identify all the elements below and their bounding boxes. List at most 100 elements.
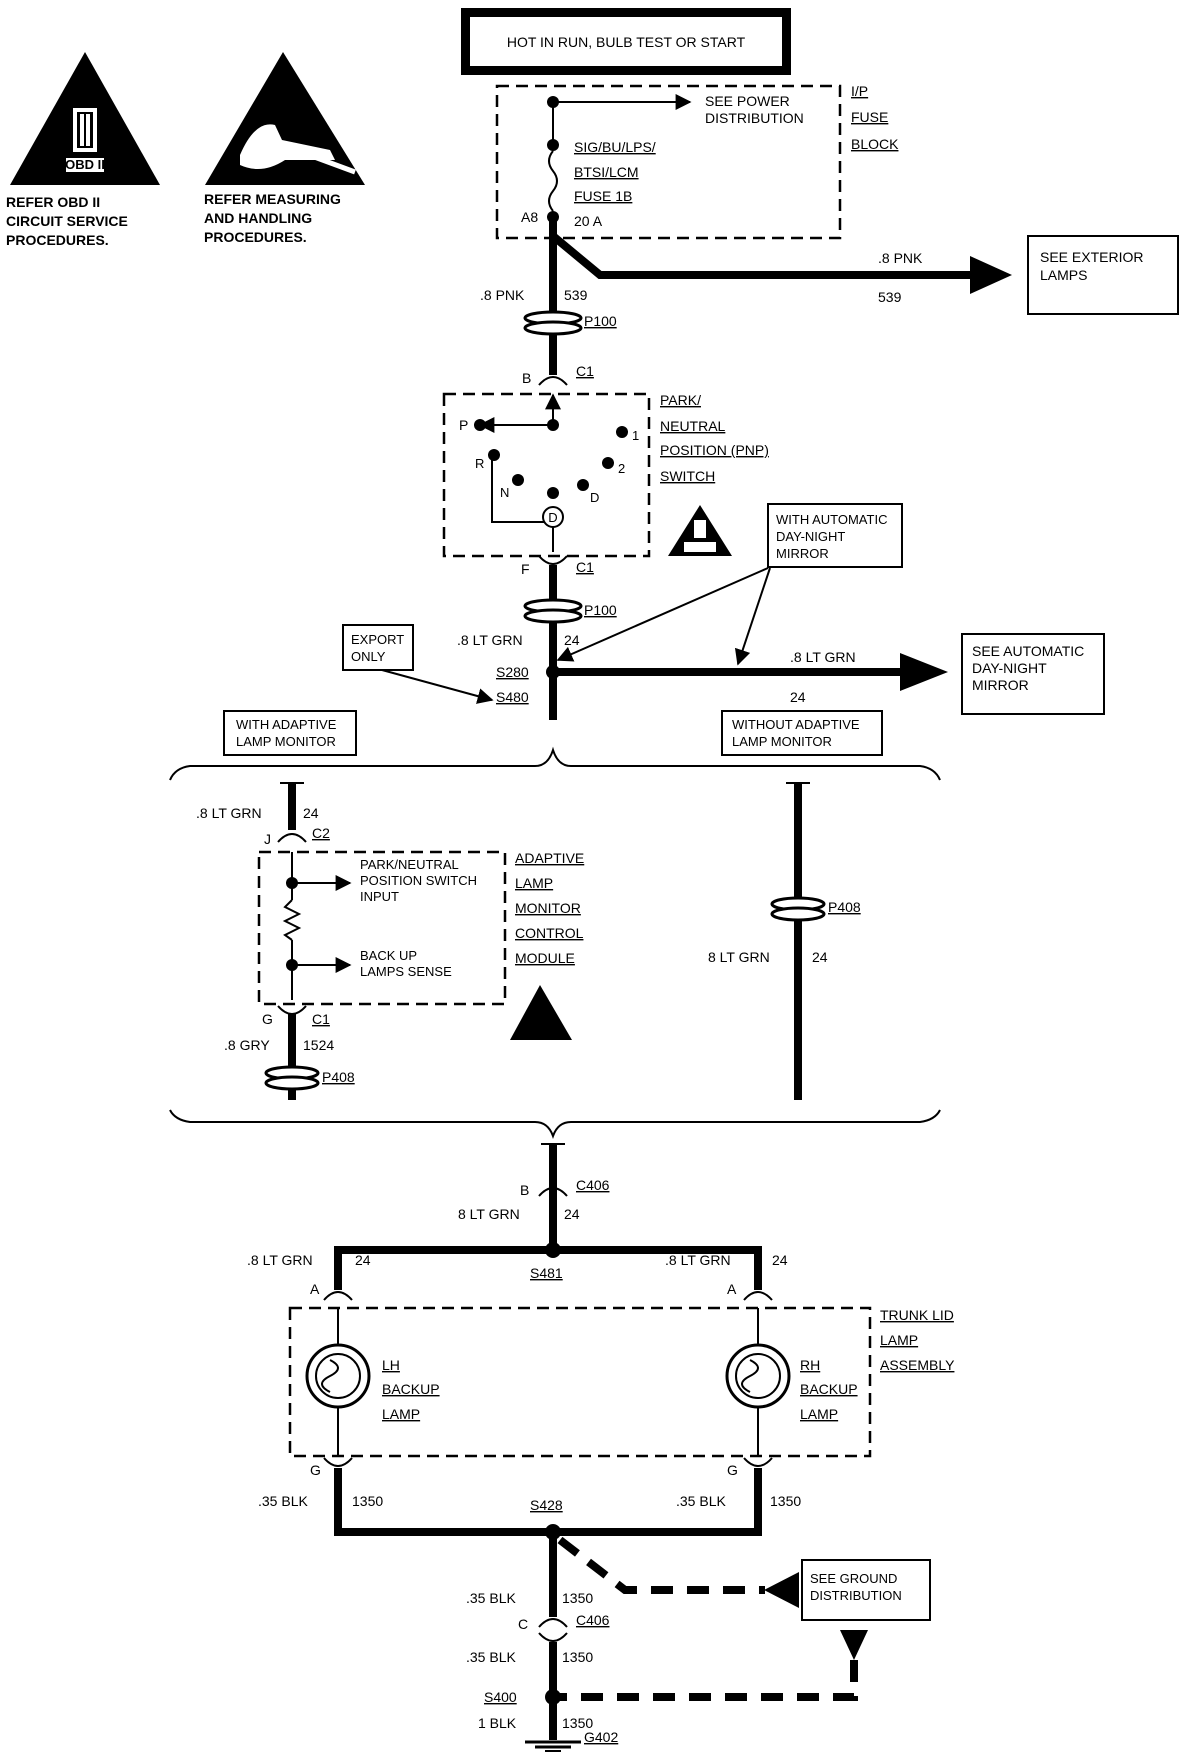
c1-label-top: C1 [576, 363, 594, 379]
pin-b-c406: B [520, 1182, 529, 1198]
pnp-pos-p: P [459, 417, 468, 433]
mirror-note-2: DAY-NIGHT [776, 529, 845, 544]
pin-a-rh: A [727, 1281, 737, 1297]
c406-label-bottom: C406 [576, 1612, 610, 1628]
ground-marker-icon [840, 1630, 868, 1660]
header-box: HOT IN RUN, BULB TEST OR START [461, 8, 791, 75]
pnp-pos-2: 2 [618, 461, 625, 476]
c406-wire-circuit: 24 [564, 1206, 580, 1222]
pnk-wire-color: .8 PNK [480, 287, 525, 303]
option-bracket-bottom [169, 1109, 941, 1139]
fuse-block: I/P FUSE BLOCK SEE POWER DISTRIBUTION SI… [495, 83, 899, 240]
final-blk-color: 1 BLK [478, 1715, 517, 1731]
alm-sense-1: BACK UP [360, 948, 417, 963]
option-with-box: WITH ADAPTIVE LAMP MONITOR [223, 710, 357, 756]
rh-wire-circuit: 24 [772, 1252, 788, 1268]
splice-s480-label: S480 [496, 689, 529, 705]
lh-lamp-1: LH [382, 1357, 400, 1373]
c2-label: C2 [312, 825, 330, 841]
pnp-pos-1: 1 [632, 428, 639, 443]
fuse-pin: A8 [521, 209, 538, 225]
p408-connector-right: P408 [770, 896, 861, 922]
without-wire-color: 8 LT GRN [708, 949, 770, 965]
c406-wire-color: 8 LT GRN [458, 1206, 520, 1222]
fuse-line-1: SIG/BU/LPS/ [574, 139, 656, 155]
rh-blk-color: .35 BLK [676, 1493, 726, 1509]
splice-s400 [545, 1689, 561, 1705]
splice-s428-label: S428 [530, 1497, 563, 1513]
pnp-name-3: POSITION (PNP) [660, 442, 769, 458]
p408-label-right: P408 [828, 899, 861, 915]
wire-pnk-exterior [550, 232, 975, 279]
obd-text-1: REFER OBD II [6, 194, 100, 210]
alm-name-5: MODULE [515, 950, 575, 966]
obd-legend: OBD II REFER OBD II CIRCUIT SERVICE PROC… [6, 52, 160, 248]
lower-blk-circuit: 1350 [562, 1590, 593, 1606]
ground-dash-lower [560, 1660, 858, 1701]
p100-connector-mid: P100 [523, 598, 617, 624]
fuse-line-2: BTSI/LCM [574, 164, 639, 180]
esd-text-3: PROCEDURES. [204, 229, 307, 245]
lower-blk-color-2: .35 BLK [466, 1649, 516, 1665]
ground-box-1: SEE GROUND [810, 1571, 897, 1586]
wire-s481-bus [334, 1246, 762, 1290]
export-note: EXPORT ONLY [342, 624, 494, 704]
obd-text-2: CIRCUIT SERVICE [6, 213, 128, 229]
adaptive-lamp-monitor-module: ADAPTIVE LAMP MONITOR CONTROL MODULE PAR… [257, 850, 584, 1040]
lh-lamp-3: LAMP [382, 1406, 420, 1422]
pnp-pos-n: N [500, 485, 509, 500]
gry-wire-color: .8 GRY [224, 1037, 270, 1053]
see-power-2: DISTRIBUTION [705, 110, 804, 126]
pin-g-c1: G [262, 1011, 273, 1027]
exterior-wire-circuit: 539 [878, 289, 902, 305]
esd-legend: REFER MEASURING AND HANDLING PROCEDURES. [204, 52, 365, 245]
p100-connector-top: P100 [523, 310, 617, 336]
fuse-line-4: 20 A [574, 213, 603, 229]
trunk-name-1: TRUNK LID [880, 1307, 954, 1323]
lh-backup-lamp: LH BACKUP LAMP [305, 1308, 440, 1456]
lh-blk-circuit: 1350 [352, 1493, 383, 1509]
esd-icon [510, 985, 572, 1040]
pin-c-c406: C [518, 1616, 528, 1632]
fuse-block-name-2: FUSE [851, 109, 888, 125]
c1-label-mid: C1 [576, 559, 594, 575]
pin-g-rh: G [727, 1462, 738, 1478]
pin-f-c1: F [521, 561, 530, 577]
lh-wire-circuit: 24 [355, 1252, 371, 1268]
option-with-2: LAMP MONITOR [236, 734, 336, 749]
rh-lamp-3: LAMP [800, 1406, 838, 1422]
option-without-1: WITHOUT ADAPTIVE [732, 717, 860, 732]
rh-backup-lamp: RH BACKUP LAMP [725, 1308, 858, 1456]
exterior-box-1: SEE EXTERIOR [1040, 249, 1143, 265]
rh-lamp-1: RH [800, 1357, 820, 1373]
alm-wire-color: .8 LT GRN [196, 805, 262, 821]
exterior-wire-color: .8 PNK [878, 250, 923, 266]
mirror-arrow-icon [900, 653, 948, 691]
trunk-name-2: LAMP [880, 1332, 918, 1348]
p408-connector-left: P408 [264, 1065, 355, 1091]
option-with-1: WITH ADAPTIVE [236, 717, 337, 732]
option-bracket-top [169, 746, 941, 781]
alm-wire-circuit: 24 [303, 805, 319, 821]
obd-label: OBD II [65, 157, 105, 172]
ground-dash-upper [557, 1536, 765, 1594]
final-blk-circuit: 1350 [562, 1715, 593, 1731]
pin-b-c1: B [522, 370, 531, 386]
without-wire-circuit: 24 [812, 949, 828, 965]
pnp-pos-d: D [590, 490, 599, 505]
trunk-name-3: ASSEMBLY [880, 1357, 955, 1373]
mirror-box-1: SEE AUTOMATIC [972, 643, 1084, 659]
pnp-name-2: NEUTRAL [660, 418, 726, 434]
mirror-note: WITH AUTOMATIC DAY-NIGHT MIRROR [556, 503, 903, 666]
lh-lamp-2: BACKUP [382, 1381, 440, 1397]
mirror-box-2: DAY-NIGHT [972, 660, 1047, 676]
ground-g402-icon [525, 1740, 581, 1752]
esd-text-1: REFER MEASURING [204, 191, 341, 207]
ltgrn-wire-circuit: 24 [564, 632, 580, 648]
pin-j-c2: J [264, 831, 271, 847]
rh-blk-circuit: 1350 [770, 1493, 801, 1509]
pnk-wire-circuit: 539 [564, 287, 588, 303]
obd-text-3: PROCEDURES. [6, 232, 109, 248]
alm-input-2: POSITION SWITCH [360, 873, 477, 888]
lower-blk-circuit-2: 1350 [562, 1649, 593, 1665]
